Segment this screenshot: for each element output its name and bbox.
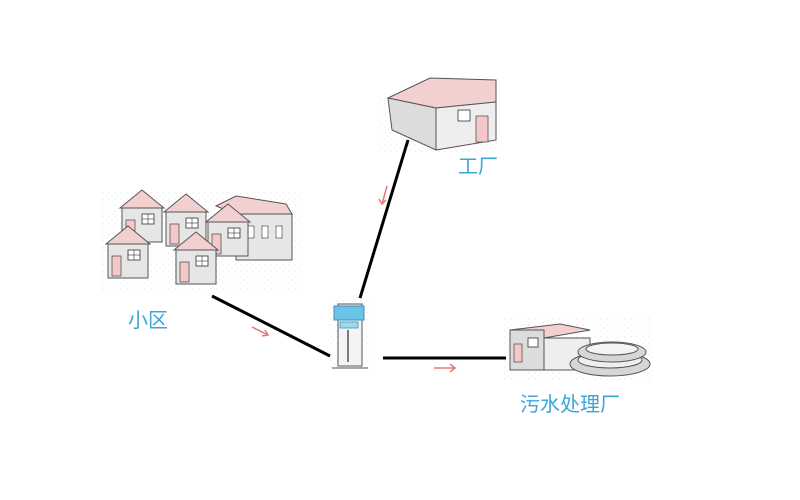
treatment-plant-icon: [504, 318, 654, 380]
factory-label: 工厂: [458, 154, 498, 178]
flow-arrow-icon: [434, 363, 457, 373]
pipe-community-to-pump: [211, 294, 331, 358]
house-group-icon: [102, 189, 302, 294]
flow-arrow-icon: [251, 326, 270, 337]
community-label: 小区: [128, 308, 168, 332]
factory-building-icon: [378, 77, 498, 152]
pump-station-icon: [328, 296, 370, 370]
flow-arrow-icon: [378, 185, 388, 206]
pipe-factory-to-pump: [358, 139, 410, 299]
treatment-plant-label: 污水处理厂: [520, 392, 620, 416]
